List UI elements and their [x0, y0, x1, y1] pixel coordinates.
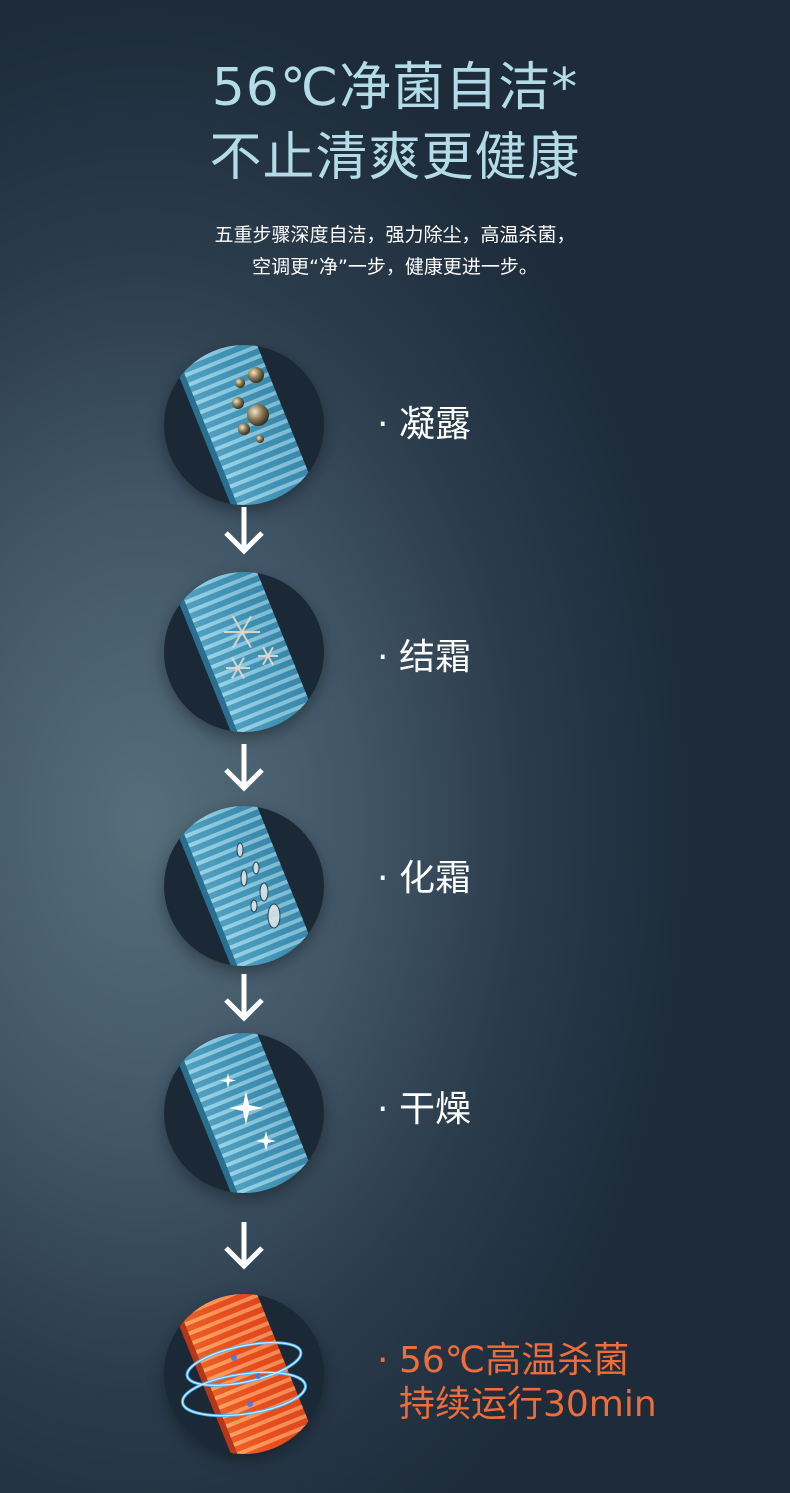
melting-frost-icon: [167, 806, 321, 966]
step-3-disc: [164, 806, 324, 966]
step-2-bullet: ·: [377, 637, 389, 678]
step-1-disc: [164, 345, 324, 505]
arrow-down-icon: [224, 507, 264, 555]
step-2-text: 结霜: [399, 637, 472, 678]
step-1-label: ·凝露: [377, 403, 471, 447]
condensation-droplets-icon: [167, 345, 321, 505]
headline-line-2: 不止清爽更健康: [209, 128, 581, 188]
step-4-text: 干燥: [399, 1089, 472, 1130]
step-3-bullet: ·: [377, 858, 389, 899]
arrow-down-icon: [224, 744, 264, 792]
description-line-2: 空调更“净”一步，健康更进一步。: [252, 256, 538, 278]
step-2-label: ·结霜: [377, 636, 471, 680]
step-4-label: ·干燥: [377, 1088, 471, 1132]
snowflake-frost-icon: [167, 572, 321, 732]
step-1-text: 凝露: [399, 404, 472, 445]
step-5-bullet: ·: [377, 1340, 389, 1381]
step-3-text: 化霜: [399, 858, 472, 899]
step-1-bullet: ·: [377, 404, 389, 445]
step-5-disc: [164, 1294, 324, 1454]
high-temp-sterilization-icon: [167, 1294, 321, 1454]
step-4-bullet: ·: [377, 1089, 389, 1130]
arrow-down-icon: [224, 974, 264, 1022]
step-3-label: ·化霜: [377, 857, 471, 901]
drying-sparkle-icon: [167, 1033, 321, 1193]
step-4-disc: [164, 1033, 324, 1193]
step-5-text: 56℃高温杀菌: [399, 1340, 630, 1381]
step-2-disc: [164, 572, 324, 732]
step-5-text-line-2: 持续运行30min: [399, 1384, 657, 1425]
headline-line-1: 56℃净菌自洁*: [211, 58, 579, 118]
arrow-down-icon: [224, 1222, 264, 1270]
step-5-label: ·56℃高温杀菌 持续运行30min: [377, 1339, 657, 1427]
description-line-1: 五重步骤深度自洁，强力除尘，高温杀菌，: [214, 224, 576, 246]
